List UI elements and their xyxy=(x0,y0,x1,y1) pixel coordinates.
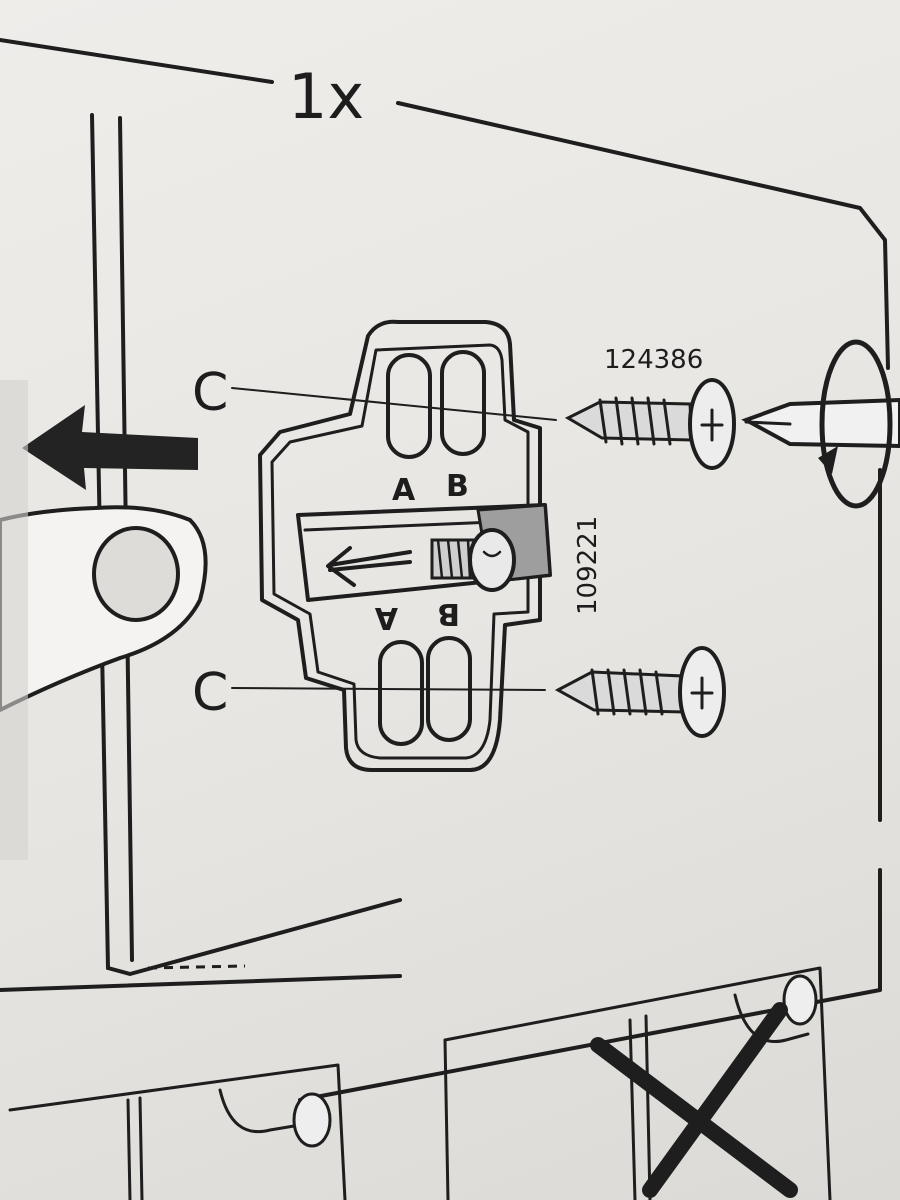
rotate-clockwise-icon xyxy=(818,339,893,509)
hinge-plate-icon xyxy=(258,319,552,772)
slot-a-top: A xyxy=(392,473,416,508)
cross-out-icon xyxy=(590,1002,798,1198)
detail-box-wrong xyxy=(443,966,832,1200)
screw-code-label: 124386 xyxy=(604,345,703,375)
slot-b-bottom: B xyxy=(437,596,460,631)
screw-icon xyxy=(564,378,736,470)
leader-line-top xyxy=(231,387,557,421)
slot-a-bottom: A xyxy=(374,600,398,635)
hole-marker-bottom: C xyxy=(192,663,228,723)
slot-b-top: B xyxy=(446,469,469,504)
hole-marker-top: C xyxy=(192,363,228,423)
hidden-edge-dashed xyxy=(147,964,246,970)
clip-code-label: 109221 xyxy=(573,516,603,615)
detail-box-correct xyxy=(8,1063,347,1200)
screw-icon xyxy=(554,646,726,738)
hand-icon xyxy=(0,505,208,713)
quantity-label: 1x xyxy=(288,60,364,133)
push-arrow-icon xyxy=(22,405,198,490)
leader-line-bottom xyxy=(231,687,546,691)
